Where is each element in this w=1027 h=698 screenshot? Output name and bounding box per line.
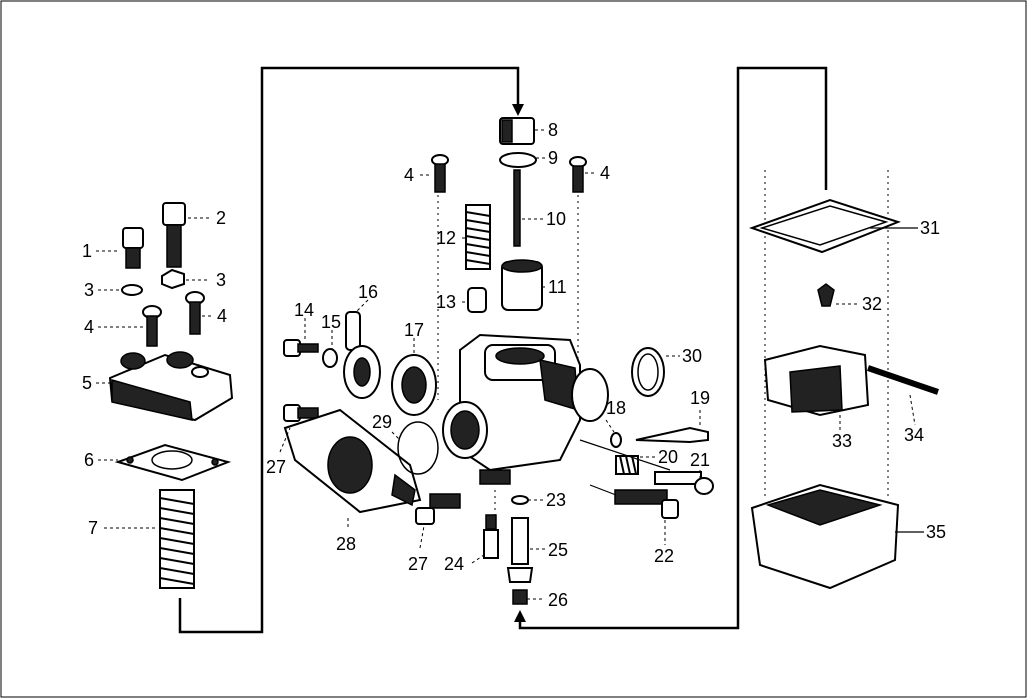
part-27-bolt-lower — [415, 493, 461, 525]
callout-7: 7 — [88, 518, 98, 538]
part-6-gasket — [114, 443, 232, 482]
part-33-float — [763, 344, 870, 417]
part-8-cap — [499, 117, 535, 145]
callout-6: 6 — [84, 450, 94, 470]
callout-20: 20 — [658, 447, 678, 467]
part-21-screw — [654, 471, 714, 495]
callout-24: 24 — [444, 554, 464, 574]
arrow-down-8 — [512, 104, 524, 116]
leader-lines — [96, 129, 924, 600]
part-4-screw-top-right — [569, 156, 587, 193]
callout-21: 21 — [690, 450, 710, 470]
callout-18: 18 — [606, 398, 626, 418]
callout-30: 30 — [682, 346, 702, 366]
callout-11: 11 — [548, 277, 567, 297]
part-11-throttle-valve — [501, 259, 543, 311]
callout-3-right: 3 — [216, 270, 226, 290]
callout-9: 9 — [548, 148, 558, 168]
part-22-bolt — [614, 489, 679, 519]
part-1-adjuster-screw — [122, 227, 144, 269]
arrow-up-26 — [514, 610, 526, 622]
callout-25: 25 — [548, 540, 568, 560]
callout-12: 12 — [436, 228, 456, 248]
part-16-choke-lever — [343, 311, 381, 399]
callout-16: 16 — [358, 282, 378, 302]
callout-35: 35 — [926, 522, 946, 542]
part-17-cover — [391, 354, 437, 416]
part-24-jet — [483, 514, 499, 559]
callout-33: 33 — [832, 431, 852, 451]
callout-2: 2 — [216, 208, 226, 228]
part-28-flange — [283, 408, 422, 514]
part-4-screw-left-a — [142, 305, 162, 347]
part-30-clamp — [631, 347, 665, 397]
part-2-adjuster-screw — [162, 202, 186, 268]
part-31-gasket — [748, 198, 901, 254]
callout-31: 31 — [920, 218, 940, 238]
callout-10: 10 — [546, 209, 566, 229]
part-3-washer-left — [121, 284, 143, 296]
part-9-ring — [499, 152, 537, 168]
callout-22: 22 — [654, 546, 674, 566]
callout-26: 26 — [548, 590, 568, 610]
callout-labels: 1 2 3 3 4 4 4 4 5 6 7 8 9 10 11 12 13 14… — [82, 120, 946, 610]
callout-15: 15 — [321, 312, 341, 332]
callout-17: 17 — [404, 320, 424, 340]
part-4-screw-top-left — [431, 154, 449, 193]
callout-4-left: 4 — [84, 317, 94, 337]
callout-28: 28 — [336, 534, 356, 554]
callout-1: 1 — [82, 241, 92, 261]
part-34-float-pin — [867, 365, 939, 395]
part-4-screw-left-b — [185, 291, 205, 335]
callout-8: 8 — [548, 120, 558, 140]
part-27-bolt-upper — [283, 404, 319, 422]
part-29-o-ring — [397, 421, 439, 475]
part-5-cover-plate — [108, 351, 234, 422]
part-10-needle — [513, 169, 521, 247]
callout-32: 32 — [862, 294, 882, 314]
part-3-nut — [161, 268, 185, 290]
callout-13: 13 — [436, 292, 456, 312]
connector-left — [178, 66, 520, 634]
part-19-needle-screw — [635, 426, 709, 444]
part-13-clip — [467, 287, 487, 313]
part-14-screw — [283, 339, 319, 357]
part-32-float-needle — [817, 283, 835, 307]
callout-4-top-right: 4 — [600, 163, 610, 183]
callout-29: 29 — [372, 412, 392, 432]
callout-3-left: 3 — [84, 280, 94, 300]
part-15-washer — [322, 348, 338, 368]
part-12-spring — [465, 204, 491, 270]
part-7-spring — [159, 489, 195, 589]
part-23-washer — [511, 495, 529, 505]
callout-27-upper: 27 — [266, 457, 286, 477]
part-26-main-jet — [512, 589, 528, 605]
callout-23: 23 — [546, 490, 566, 510]
part-35-float-bowl — [750, 483, 900, 590]
carburetor-body — [442, 333, 609, 485]
callout-19: 19 — [690, 388, 710, 408]
connector-right — [518, 66, 828, 630]
callout-14: 14 — [294, 300, 314, 320]
callout-4-top-left: 4 — [404, 165, 414, 185]
callout-4-mid-left: 4 — [217, 306, 227, 326]
callout-34: 34 — [904, 425, 924, 445]
part-25-jet-holder — [506, 517, 534, 583]
callout-5: 5 — [82, 373, 92, 393]
callout-27-lower: 27 — [408, 554, 428, 574]
part-18-washer — [610, 432, 622, 448]
